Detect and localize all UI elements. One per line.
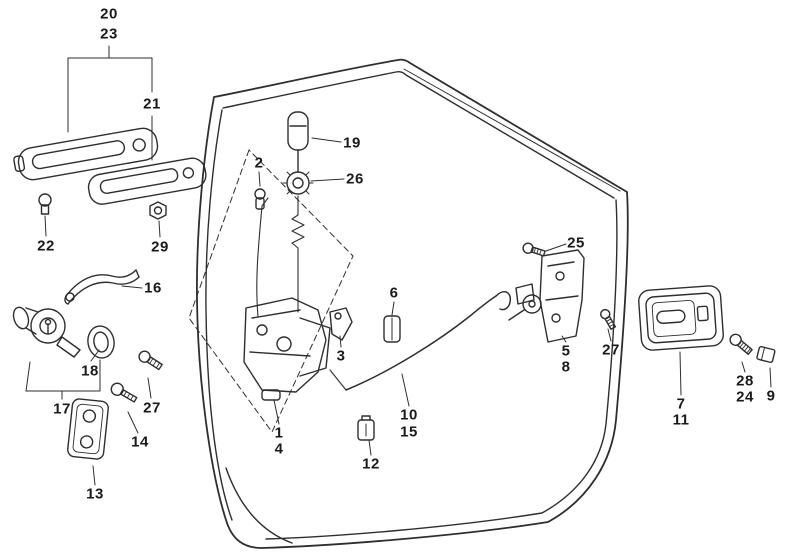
screw-25-drawing [522, 242, 546, 257]
screw-27-left-drawing [138, 350, 163, 371]
lever-3-drawing [329, 307, 353, 341]
screw-27-right-drawing [600, 308, 617, 330]
lock-knob-19-drawing [287, 111, 309, 173]
latch-assembly-drawing [243, 297, 347, 401]
screw-14-drawing [110, 382, 138, 403]
outer-handle-upper-drawing [13, 127, 159, 181]
knob-9-drawing [756, 345, 776, 364]
nut-29-drawing [149, 201, 167, 220]
screw-22-drawing [38, 193, 52, 215]
striker-13-drawing [67, 398, 109, 460]
rod-10-drawing [345, 291, 512, 391]
leader-lines [25, 45, 772, 486]
latch-region-dashed-box [188, 149, 354, 433]
clip-2-drawing [254, 188, 266, 210]
lock-cylinder-17-drawing [12, 306, 81, 358]
outer-handle-lower-drawing [87, 157, 207, 205]
crank-rod-16-drawing [64, 269, 140, 305]
clip-12-drawing [357, 415, 375, 441]
inner-handle-bezel-drawing [638, 285, 724, 351]
spring-rod-drawing [256, 195, 305, 317]
screw-28-drawing [729, 333, 753, 355]
inner-latch-drawing [508, 249, 585, 343]
door-outline [196, 58, 629, 549]
clip-6-drawing [383, 315, 401, 343]
gasket-18-drawing [87, 325, 115, 359]
